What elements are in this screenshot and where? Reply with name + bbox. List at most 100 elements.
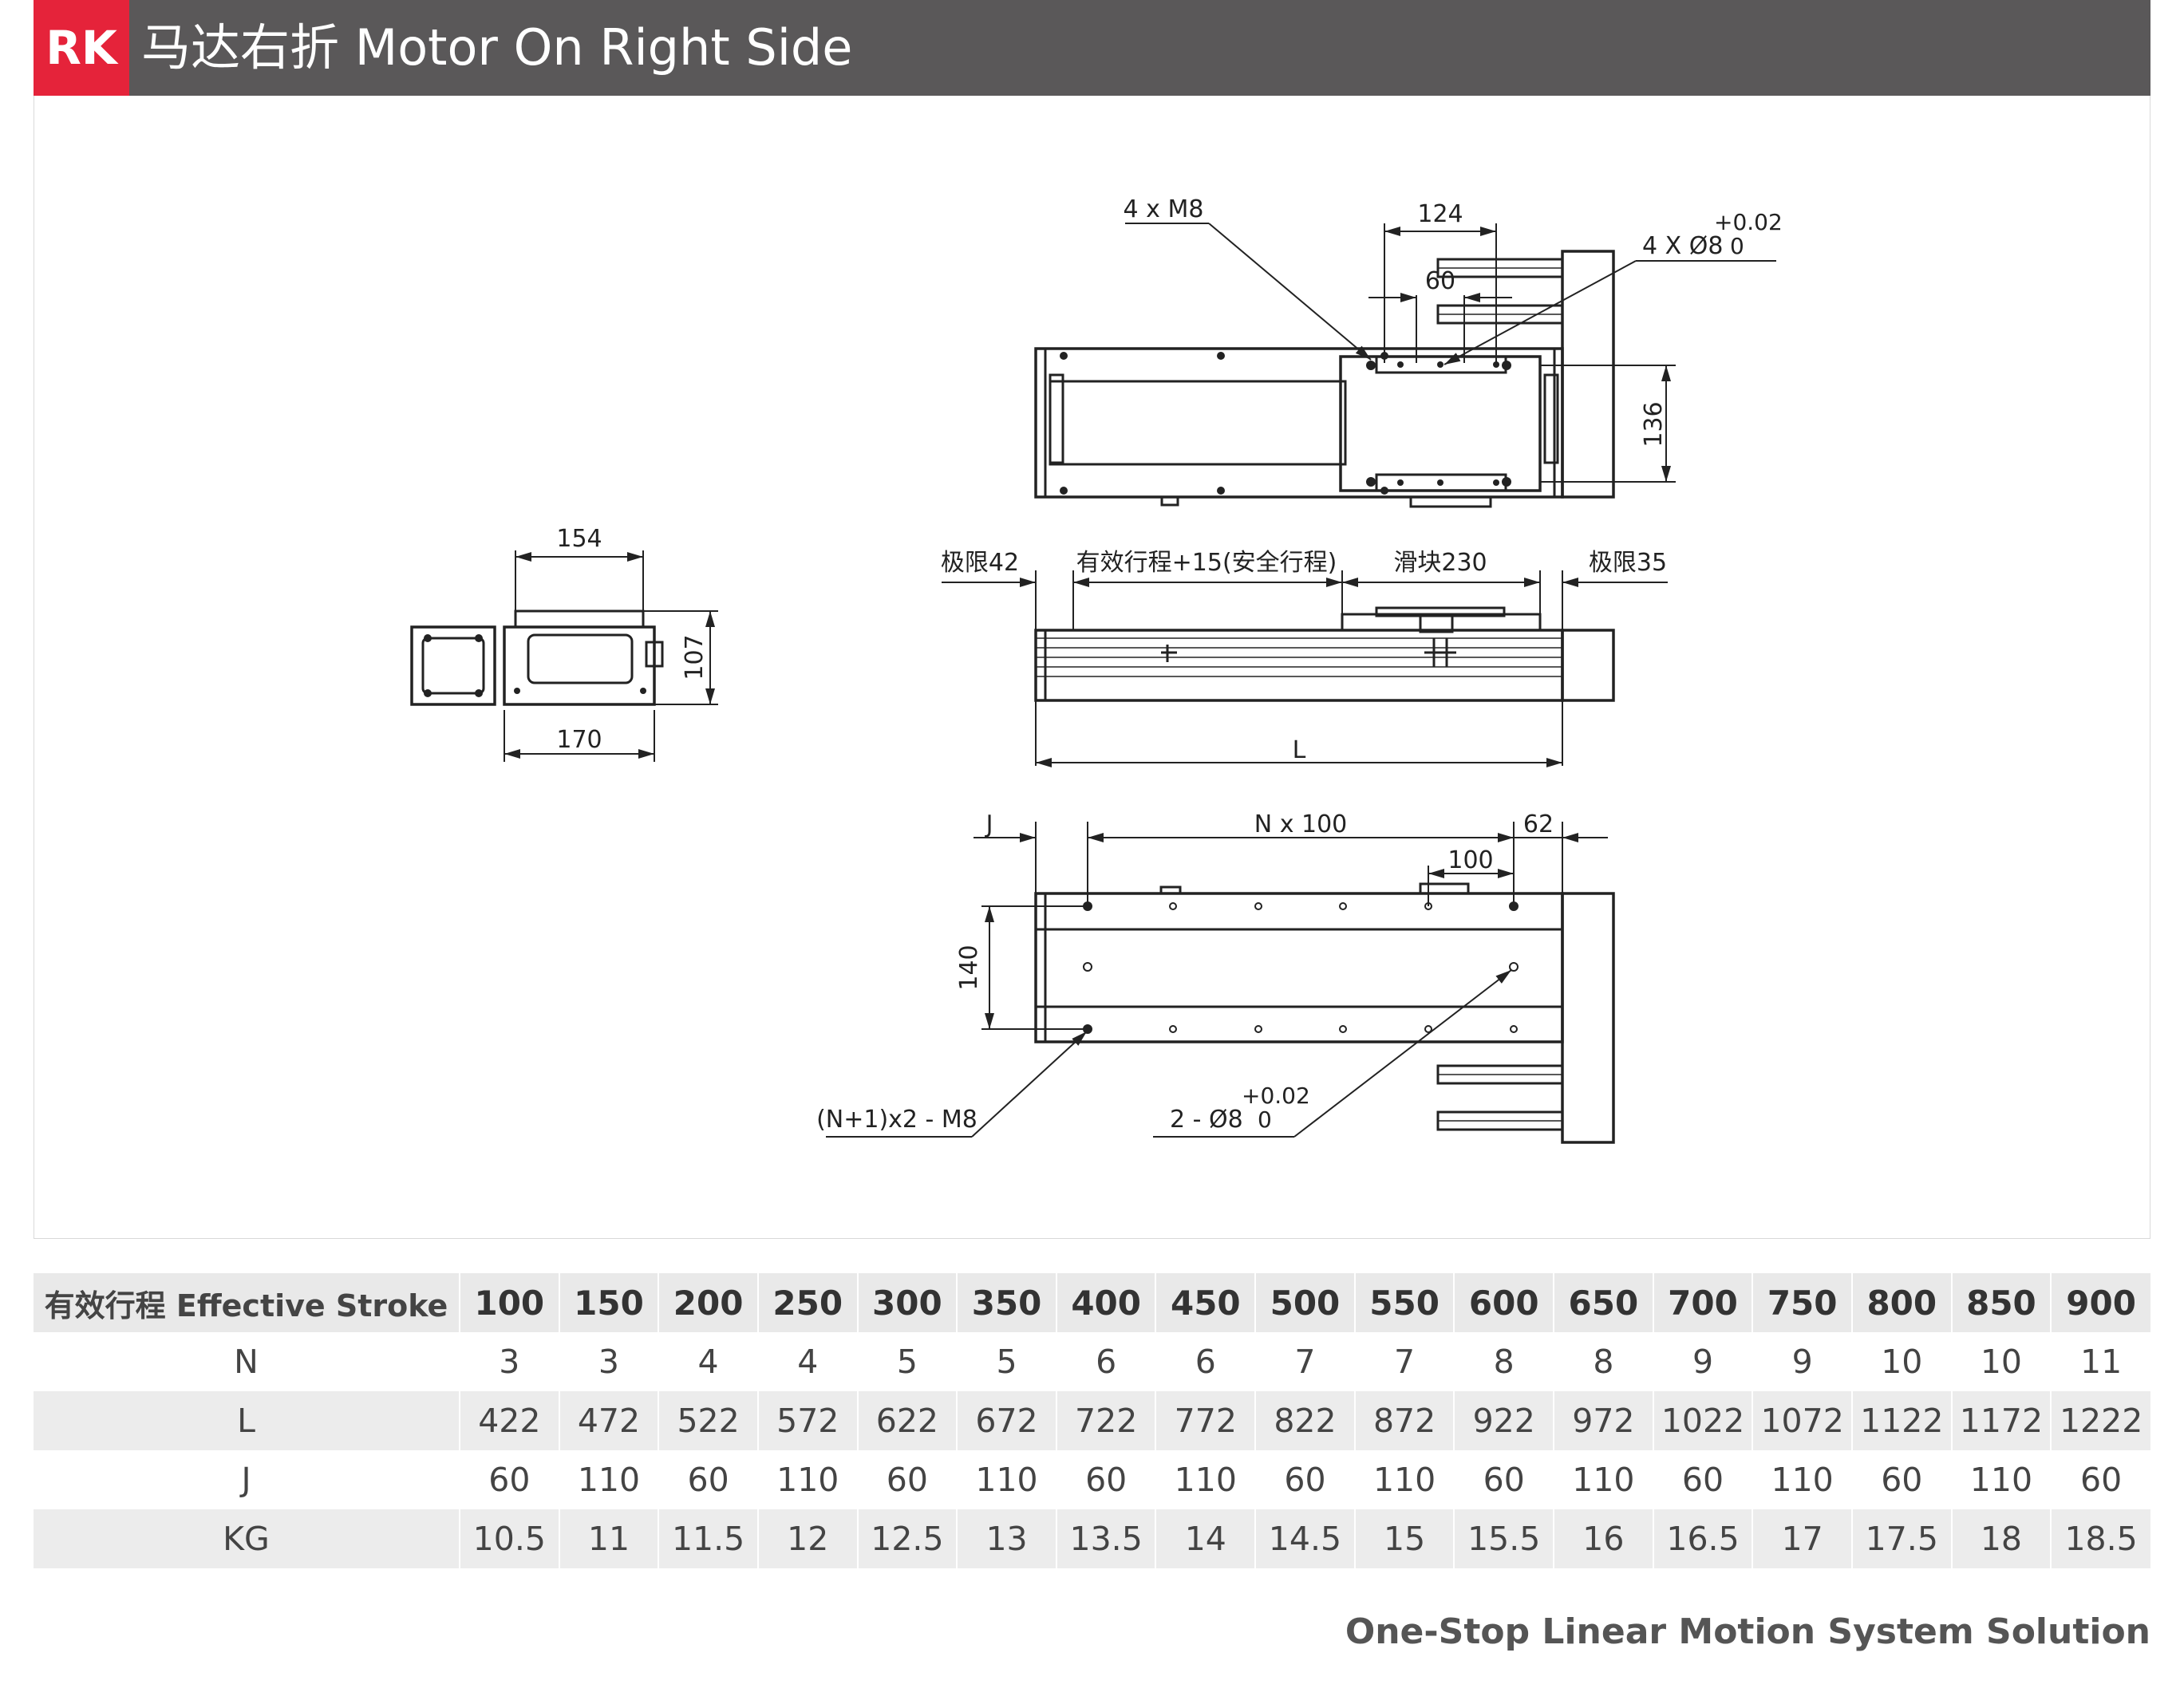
table-cell: 5 [857,1332,958,1391]
stroke-cell: 900 [2051,1273,2150,1332]
row-label: L [34,1391,460,1450]
table-cell: 60 [857,1450,958,1509]
table-cell: 110 [957,1450,1057,1509]
table-cell: 60 [460,1450,560,1509]
stroke-cell: 400 [1056,1273,1157,1332]
table-cell: 60 [1851,1450,1953,1509]
table-cell: 922 [1454,1391,1555,1450]
label-limit-right: 极限35 [1589,549,1667,577]
stroke-cell: 450 [1155,1273,1257,1332]
table-cell: 1022 [1653,1391,1754,1450]
table-cell: 11 [559,1509,660,1568]
label-j: J [985,811,993,838]
drawing-panel [34,96,2150,1239]
table-cell: 14 [1155,1509,1257,1568]
table-cell: 110 [1752,1450,1853,1509]
stroke-cell: 500 [1255,1273,1356,1332]
table-cell: 472 [559,1391,660,1450]
table-cell: 6 [1056,1332,1157,1391]
label-slider: 滑块230 [1393,549,1487,577]
label-140: 140 [955,945,983,990]
table-cell: 110 [1354,1450,1455,1509]
table-cell: 12.5 [857,1509,958,1568]
table-cell: 8 [1454,1332,1555,1391]
spec-table: 有效行程 Effective Stroke 100 150 200 250 30… [34,1273,2150,1568]
series-badge: RK [34,0,129,96]
stroke-cell: 600 [1454,1273,1555,1332]
table-cell: 972 [1554,1391,1654,1450]
table-cell: 110 [1951,1450,2052,1509]
table-cell: 17.5 [1851,1509,1953,1568]
table-cell: 9 [1752,1332,1853,1391]
label-4xm8: 4 x M8 [1124,195,1204,223]
table-cell: 872 [1354,1391,1455,1450]
table-cell: 6 [1155,1332,1257,1391]
stroke-cell: 350 [957,1273,1057,1332]
table-cell: 772 [1155,1391,1257,1450]
stroke-cell: 300 [857,1273,958,1332]
table-cell: 60 [2051,1450,2150,1509]
label-tol-zero: 0 [1730,233,1744,259]
label-107: 107 [681,634,709,680]
table-cell: 110 [559,1450,660,1509]
page-header: RK 马达右折 Motor On Right Side [34,0,2150,96]
top-view [1034,250,1615,508]
table-cell: 13 [957,1509,1057,1568]
table-header-row: 有效行程 Effective Stroke 100 150 200 250 30… [34,1273,2150,1332]
table-cell: 9 [1653,1332,1754,1391]
table-cell: 522 [658,1391,759,1450]
label-n-x-100: N x 100 [1254,811,1348,838]
label-tol-plus: +0.02 [1714,209,1783,235]
table-cell: 110 [757,1450,859,1509]
technical-drawing: 4 x M8 124 60 4 X Ø8 +0.02 0 136 154 170… [410,195,1783,1144]
table-cell: 18.5 [2051,1509,2150,1568]
table-cell: 12 [757,1509,859,1568]
table-cell: 60 [1653,1450,1754,1509]
table-cell: 15 [1354,1509,1455,1568]
label-holes: (N+1)x2 - M8 [816,1106,977,1134]
table-cell: 4 [757,1332,859,1391]
side-view [410,609,664,706]
bottom-view [1034,882,1615,1144]
header-effective-stroke: 有效行程 Effective Stroke [34,1273,460,1332]
label-170: 170 [556,726,602,754]
stroke-cell: 150 [559,1273,660,1332]
table-cell: 13.5 [1056,1509,1157,1568]
label-limit-left: 极限42 [941,549,1019,577]
table-cell: 110 [1155,1450,1257,1509]
stroke-cell: 550 [1354,1273,1455,1332]
table-cell: 14.5 [1255,1509,1356,1568]
table-cell: 60 [1454,1450,1555,1509]
label-2x-pin: 2 - Ø8 [1170,1106,1243,1134]
top-view-dimensions [1125,223,1776,483]
table-cell: 722 [1056,1391,1157,1450]
label-124: 124 [1417,200,1463,228]
table-cell: 8 [1554,1332,1654,1391]
table-cell: 1172 [1951,1391,2052,1450]
front-view-dimensions [942,570,1668,767]
table-cell: 7 [1255,1332,1356,1391]
bottom-view-dimensions [826,822,1608,1138]
footer-tagline: One-Stop Linear Motion System Solution [1345,1611,2150,1652]
table-cell: 1222 [2051,1391,2150,1450]
table-cell: 5 [957,1332,1057,1391]
row-label: J [34,1450,460,1509]
top-view-holes [1060,352,1511,495]
table-cell: 422 [460,1391,560,1450]
label-4x-pin: 4 X Ø8 [1642,232,1723,260]
stroke-cell: 850 [1951,1273,2052,1332]
label-length-l: L [1293,736,1306,764]
table-cell: 60 [658,1450,759,1509]
table-cell: 17 [1752,1509,1853,1568]
table-cell: 16 [1554,1509,1654,1568]
table-cell: 60 [1056,1450,1157,1509]
label-stroke-safety: 有效行程+15(安全行程) [1076,549,1337,577]
table-cell: 3 [460,1332,560,1391]
label-62: 62 [1523,811,1554,838]
table-cell: 4 [658,1332,759,1391]
page-title: 马达右折 Motor On Right Side [141,18,853,77]
